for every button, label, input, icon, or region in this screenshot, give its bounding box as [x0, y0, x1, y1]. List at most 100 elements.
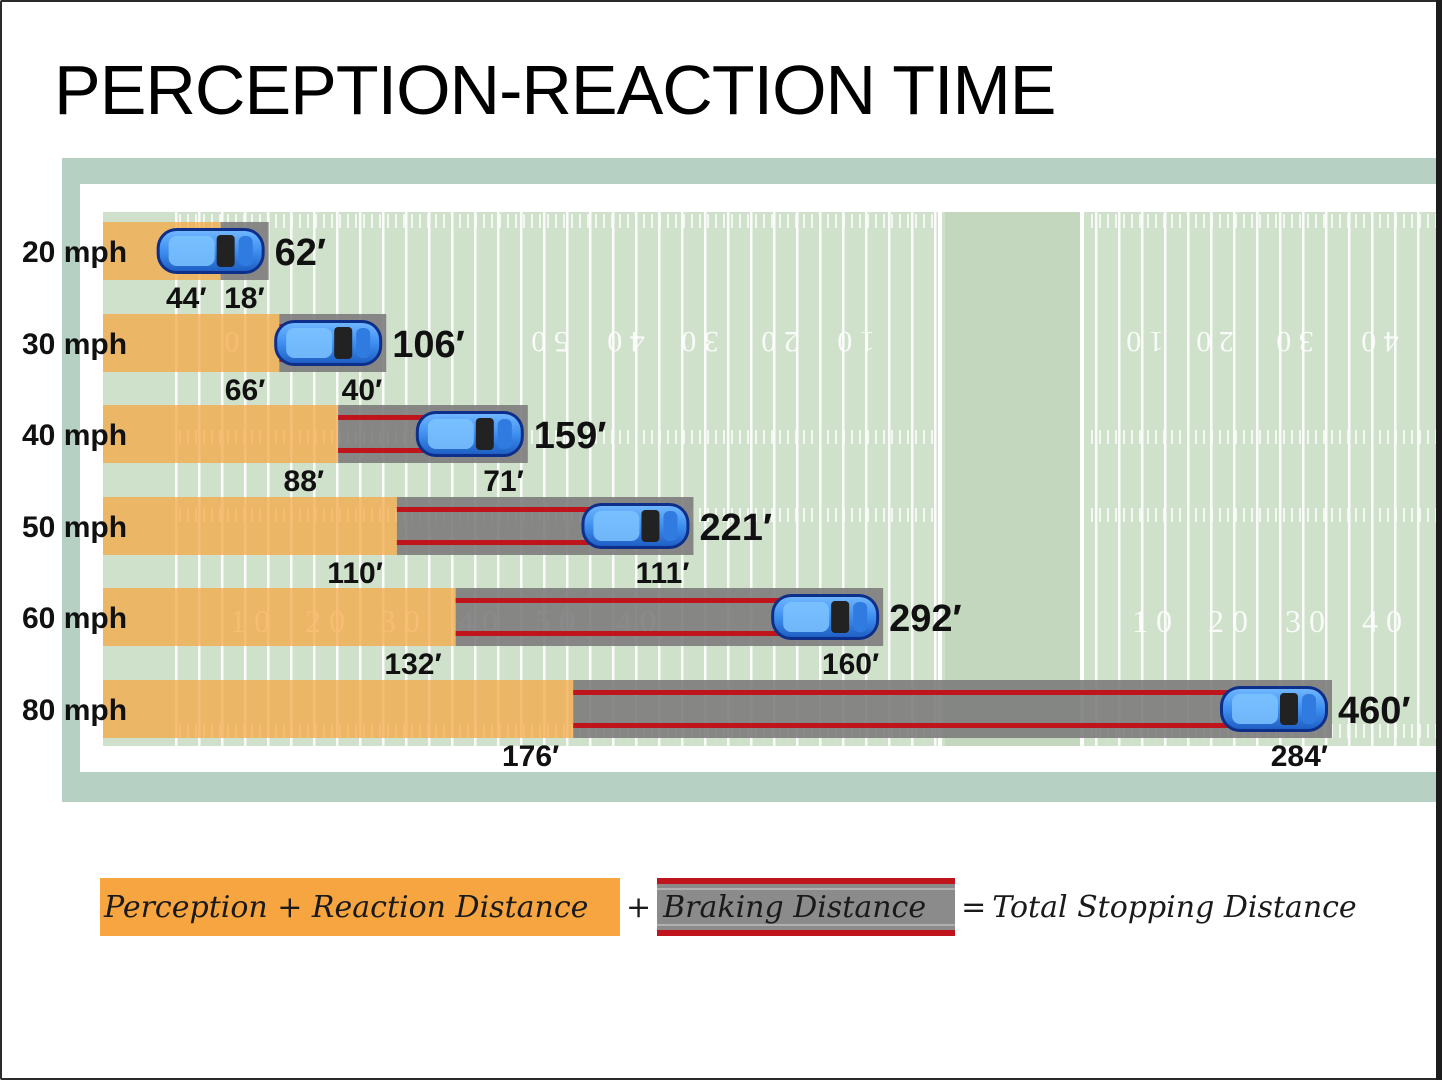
field-endzone: [945, 212, 1080, 746]
field-number: 2 0: [1196, 325, 1234, 358]
car-roof: [286, 328, 333, 358]
braking-label-5: 284′: [1271, 740, 1328, 773]
brake-stripe: [455, 598, 794, 603]
yard-line: [612, 212, 615, 746]
bar-perception-2: [103, 405, 339, 463]
bar-perception-5: [103, 680, 574, 738]
car-hood: [663, 511, 678, 541]
car-windshield: [641, 510, 660, 542]
yard-line: [773, 212, 776, 746]
slide-title: PERCEPTION-REACTION TIME: [54, 51, 1056, 129]
yard-line: [911, 212, 914, 746]
yard-line: [566, 212, 569, 746]
field-number: 3 0: [681, 325, 719, 358]
yard-line: [1279, 212, 1282, 746]
hash-marks: [1086, 430, 1436, 444]
car-roof: [168, 236, 215, 266]
yard-line: [1141, 212, 1144, 746]
legend-equals: =: [961, 889, 987, 925]
legend: Perception + Reaction Distance + Braking…: [100, 877, 1357, 937]
car-hood: [238, 236, 253, 266]
perception-label-4: 132′: [384, 648, 441, 681]
yard-line: [543, 212, 546, 746]
hash-marks: [1086, 508, 1436, 522]
legend-braking-swatch: Braking Distance: [657, 878, 956, 936]
car-windshield: [1280, 693, 1298, 725]
goal-line: [938, 212, 942, 746]
total-label-4: 292′: [889, 598, 962, 640]
car-roof: [1232, 694, 1278, 724]
yard-line: [727, 212, 730, 746]
yard-line: [934, 212, 937, 746]
braking-label-3: 111′: [636, 557, 690, 590]
braking-label-1: 40′: [342, 374, 383, 407]
braking-label-0: 18′: [224, 282, 265, 315]
legend-perception-label: Perception + Reaction Distance: [104, 889, 589, 925]
total-label-0: 62′: [275, 232, 326, 274]
car-icon: [274, 320, 383, 366]
legend-braking-label: Braking Distance: [663, 889, 927, 925]
total-label-2: 159′: [534, 415, 607, 457]
car-windshield: [216, 235, 235, 267]
car-hood: [853, 602, 868, 632]
yard-line: [842, 212, 845, 746]
legend-perception-swatch: Perception + Reaction Distance: [100, 878, 620, 936]
category-label-5: 80 mph: [22, 694, 127, 727]
perception-label-2: 88′: [284, 465, 325, 498]
yard-line: [819, 212, 822, 746]
yard-line: [888, 212, 891, 746]
yard-line: [704, 212, 707, 746]
yard-line: [244, 212, 247, 746]
yard-line: [497, 212, 500, 746]
yard-line: [198, 212, 201, 746]
yard-line: [221, 212, 224, 746]
yard-line: [1118, 212, 1121, 746]
perception-label-1: 66′: [225, 374, 266, 407]
perception-label-3: 110′: [327, 557, 383, 590]
total-label-3: 221′: [699, 507, 772, 549]
brake-stripe: [338, 448, 438, 453]
bar-perception-3: [103, 497, 397, 555]
yard-line: [865, 212, 868, 746]
car-hood: [497, 419, 512, 449]
yard-line: [1187, 212, 1190, 746]
field-number: 4 0: [1361, 325, 1399, 358]
yard-line: [382, 212, 385, 746]
braking-label-2: 71′: [483, 465, 524, 498]
braking-label-4: 160′: [822, 648, 879, 681]
field-number: 4 0: [1362, 603, 1402, 639]
yard-line: [1417, 212, 1420, 746]
field-number: 1 0: [1132, 603, 1172, 639]
yard-line: [175, 212, 178, 746]
category-label-4: 60 mph: [22, 602, 127, 635]
yard-line: [1325, 212, 1328, 746]
yard-line: [313, 212, 316, 746]
yard-line: [290, 212, 293, 746]
brake-stripe: [455, 631, 794, 636]
yard-line: [1210, 212, 1213, 746]
total-label-5: 460′: [1338, 690, 1411, 732]
yard-line: [635, 212, 638, 746]
car-windshield: [334, 327, 353, 359]
bar-layer: [103, 222, 1332, 738]
yard-line: [1348, 212, 1351, 746]
car-roof: [427, 419, 474, 449]
category-label-0: 20 mph: [22, 236, 127, 269]
car-roof: [783, 602, 830, 632]
field-number: 3 0: [1285, 603, 1325, 639]
yard-line: [1394, 212, 1397, 746]
car-hood: [356, 328, 371, 358]
car-icon: [1220, 686, 1328, 732]
stopping-distance-chart: 05 04 03 02 01 01 02 03 04 01 02 03 04 0…: [22, 158, 1436, 802]
yard-line: [451, 212, 454, 746]
yard-line: [1371, 212, 1374, 746]
yard-line: [520, 212, 523, 746]
car-icon: [771, 594, 880, 640]
legend-total-label: Total Stopping Distance: [992, 889, 1357, 925]
yard-line: [474, 212, 477, 746]
legend-plus: +: [626, 889, 652, 925]
yard-line: [336, 212, 339, 746]
bar-perception-1: [103, 314, 280, 372]
total-label-1: 106′: [392, 324, 465, 366]
